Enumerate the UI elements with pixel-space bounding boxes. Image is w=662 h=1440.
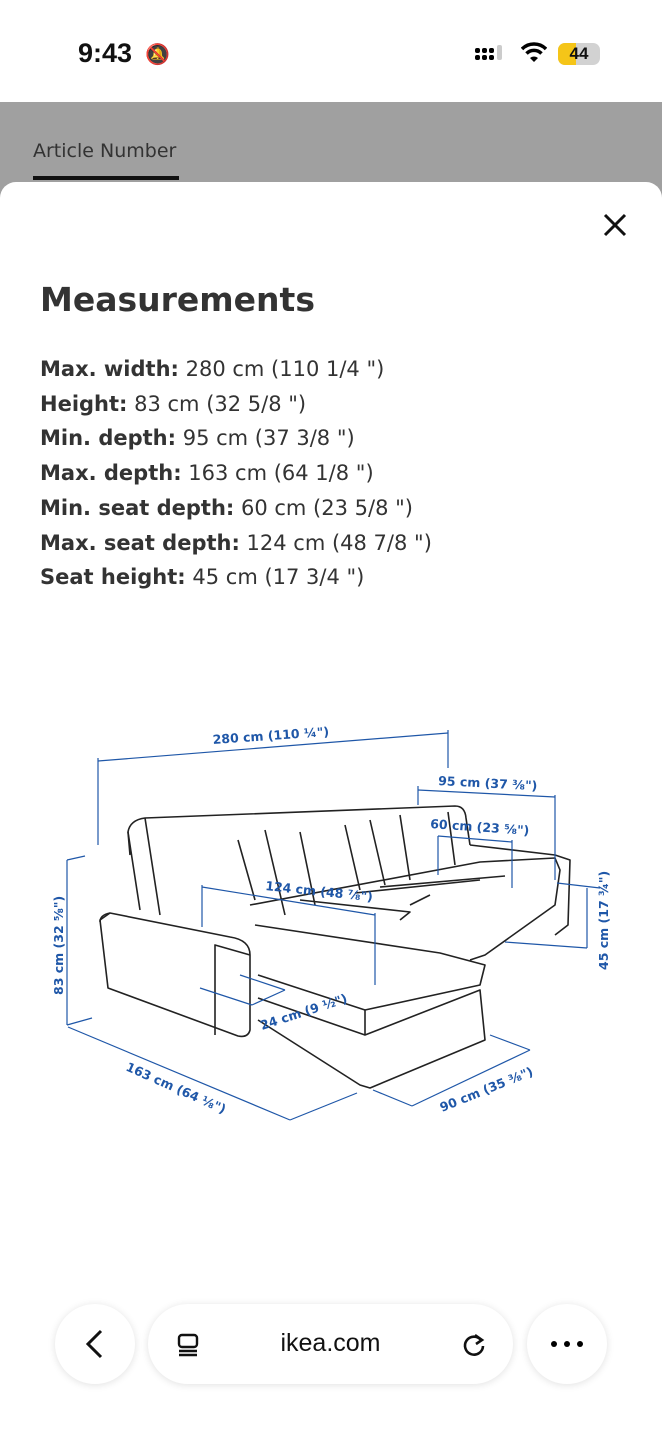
- url-text[interactable]: ikea.com: [280, 1329, 381, 1357]
- more-options-button[interactable]: [527, 1304, 607, 1384]
- measurement-label: Max. seat depth:: [40, 530, 240, 555]
- measurement-label: Min. seat depth:: [40, 495, 235, 520]
- dim-min-seat-depth: 60 cm (23 ⅝"): [430, 816, 530, 838]
- measurement-item: Max. seat depth: 124 cm (48 7/8 "): [40, 526, 432, 561]
- clock: 9:43: [78, 38, 133, 68]
- reload-icon[interactable]: [460, 1331, 488, 1359]
- measurement-item: Seat height: 45 cm (17 3/4 "): [40, 560, 432, 595]
- battery-level: 44: [569, 44, 589, 63]
- measurement-list: Max. width: 280 cm (110 1/4 ")Height: 83…: [40, 352, 432, 595]
- dim-seat-height: 45 cm (17 ¾"): [596, 871, 611, 970]
- measurement-value: 280 cm (110 1/4 "): [178, 357, 385, 381]
- wifi-icon: [521, 42, 547, 62]
- dim-armrest: 24 cm (9 ½"): [258, 991, 349, 1033]
- measurement-value: 163 cm (64 1/8 "): [181, 461, 374, 486]
- browser-toolbar: ikea.com: [0, 1300, 662, 1390]
- tab-article-number[interactable]: Article Number: [33, 140, 179, 180]
- measurement-value: 45 cm (17 3/4 "): [185, 565, 365, 590]
- more-icon: [551, 1341, 583, 1347]
- address-bar[interactable]: ikea.com: [148, 1304, 513, 1384]
- reader-tabs-icon[interactable]: [175, 1332, 201, 1358]
- sofa-back: [127, 805, 471, 856]
- close-icon[interactable]: [602, 212, 628, 238]
- measurement-item: Max. depth: 163 cm (64 1/8 "): [40, 456, 432, 491]
- battery-indicator: 44: [558, 43, 600, 65]
- measurement-value: 124 cm (48 7/8 "): [239, 530, 432, 555]
- measurement-value: 83 cm (32 5/8 "): [127, 391, 307, 416]
- measurement-item: Height: 83 cm (32 5/8 "): [40, 387, 432, 422]
- cellular-signal-icon: [475, 45, 502, 60]
- measurement-label: Min. depth:: [40, 426, 177, 451]
- sofa-chaise: [254, 924, 486, 1089]
- sheet-title: Measurements: [40, 280, 315, 319]
- sofa-seat: [249, 857, 561, 961]
- sofa-armrest: [99, 912, 251, 1038]
- measurement-value: 60 cm (23 5/8 "): [234, 495, 413, 520]
- measurement-item: Min. seat depth: 60 cm (23 5/8 "): [40, 491, 432, 526]
- silent-bell-icon: 🔕: [145, 42, 170, 66]
- measurement-value: 95 cm (37 3/8 "): [176, 426, 355, 451]
- dim-min-depth: 95 cm (37 ⅜"): [438, 773, 538, 793]
- chevron-left-icon: [85, 1329, 103, 1359]
- dim-height: 83 cm (32 ⅝"): [51, 896, 66, 995]
- status-bar: 9:43 🔕 44: [0, 0, 662, 102]
- measurement-item: Min. depth: 95 cm (37 3/8 "): [40, 421, 432, 456]
- measurement-item: Max. width: 280 cm (110 1/4 "): [40, 352, 432, 387]
- measurement-label: Max. depth:: [40, 461, 182, 486]
- measurement-label: Height:: [40, 391, 128, 416]
- measurement-label: Max. width:: [40, 357, 179, 381]
- measurement-label: Seat height:: [40, 565, 186, 590]
- back-button[interactable]: [55, 1304, 135, 1384]
- sofa-dimension-diagram: 280 cm (110 ¼") 95 cm (37 ⅜") 60 cm (23 …: [51, 724, 611, 1121]
